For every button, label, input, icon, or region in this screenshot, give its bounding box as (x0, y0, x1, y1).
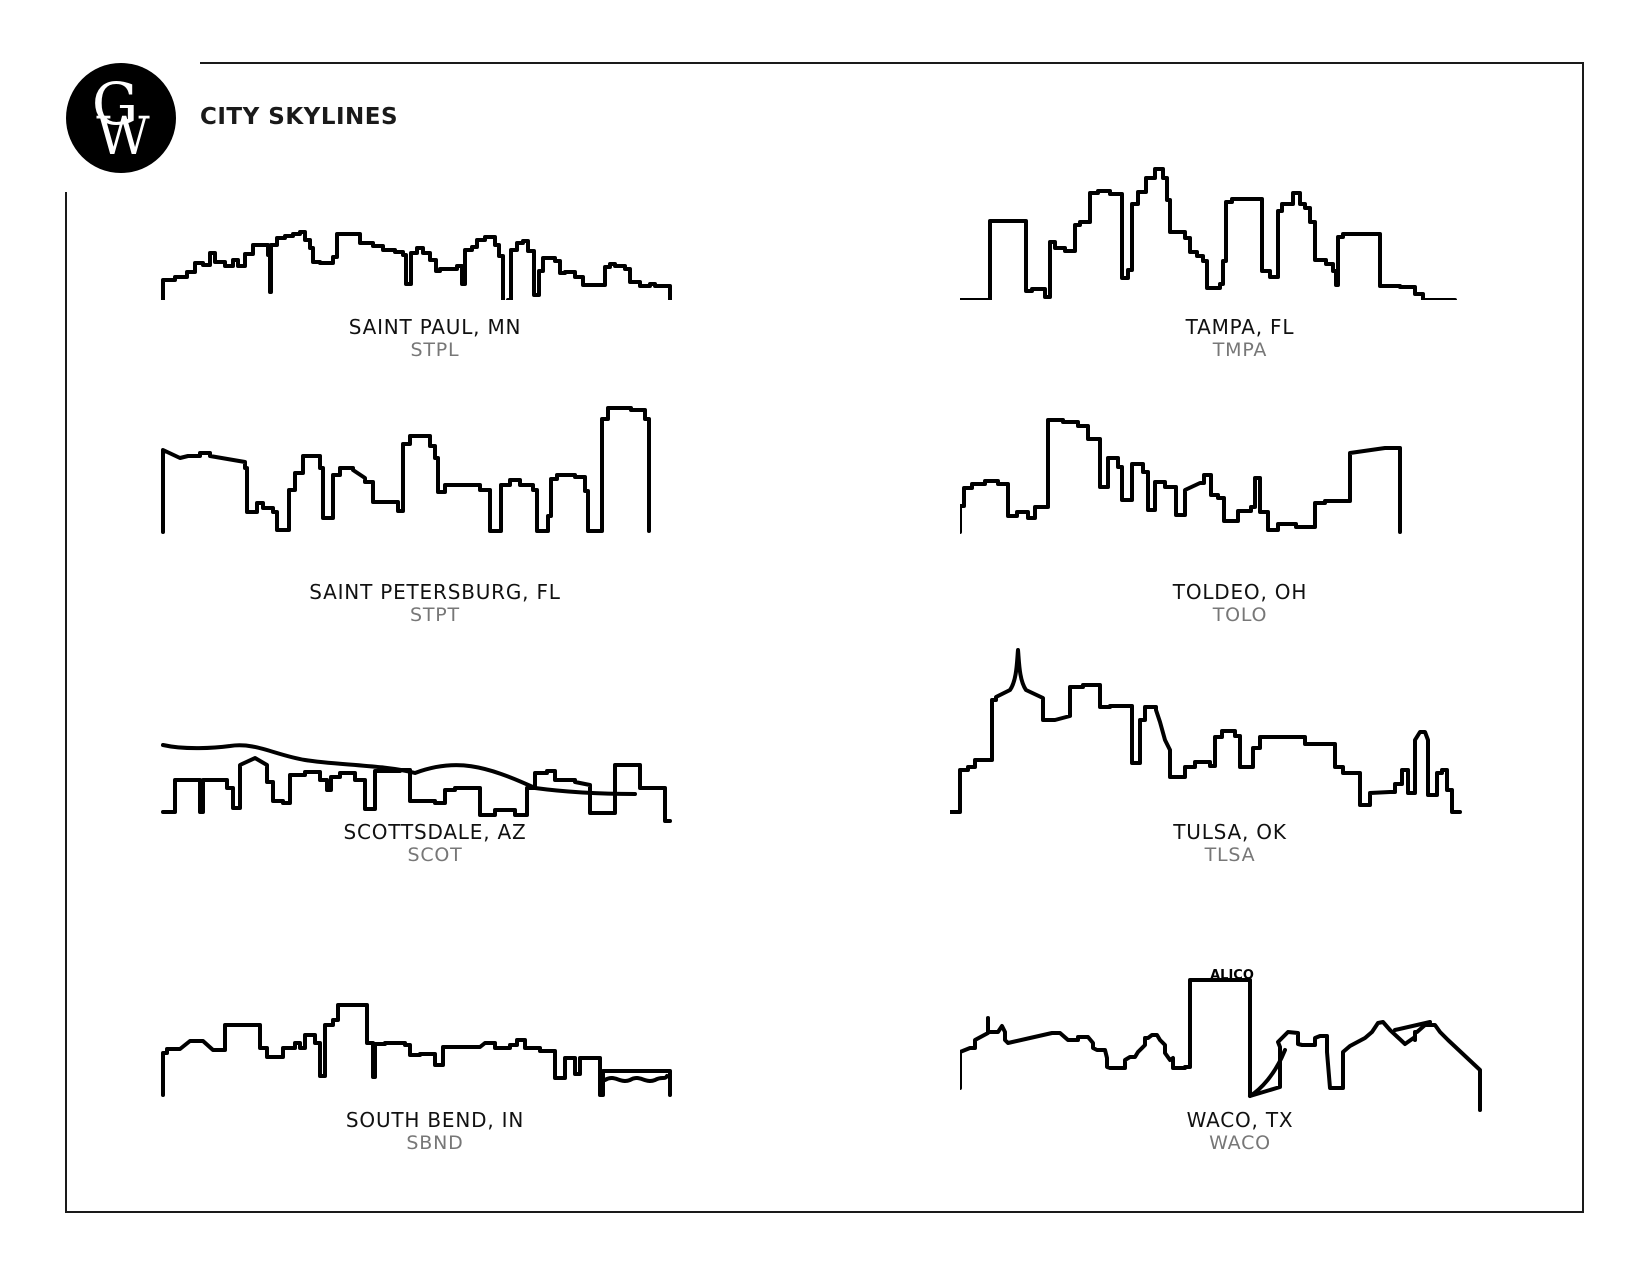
skyline-card-south-bend: SOUTH BEND, IN SBND (155, 990, 715, 1190)
city-name: WACO, TX (1186, 1108, 1294, 1132)
skyline-card-saint-petersburg: SAINT PETERSBURG, FL STPT (155, 400, 715, 630)
skyline-card-scottsdale: SCOTTSDALE, AZ SCOT (155, 720, 715, 900)
skyline-card-saint-paul: SAINT PAUL, MN STPL (155, 160, 715, 361)
city-code: STPL (410, 339, 460, 361)
svg-text:G: G (92, 70, 138, 138)
city-code: WACO (1209, 1132, 1271, 1154)
city-name: TAMPA, FL (1185, 315, 1295, 339)
scottsdale-skyline-icon (161, 743, 672, 823)
city-code: SCOT (407, 844, 463, 866)
toledo-skyline-icon (960, 418, 1402, 534)
skyline-card-tulsa: TULSA, OK TLSA (950, 640, 1510, 900)
page-title: CITY SKYLINES (200, 104, 399, 130)
svg-text:W: W (96, 107, 150, 167)
city-name: TULSA, OK (1173, 820, 1287, 844)
gw-logo-icon: G W (66, 63, 176, 173)
city-code: TMPA (1212, 339, 1268, 361)
page-frame (65, 62, 1584, 1213)
tulsa-skyline-icon (950, 648, 1462, 814)
skyline-card-waco: ALICO WACO, TX WACO (960, 960, 1520, 1190)
south-bend-skyline-icon (161, 1003, 672, 1097)
skyline-card-toledo: TOLDEO, OH TOLO (960, 400, 1520, 630)
city-code: TOLO (1212, 604, 1268, 626)
waco-skyline-icon: ALICO (960, 968, 1482, 1112)
city-name: SAINT PETERSBURG, FL (309, 580, 561, 604)
city-name: SAINT PAUL, MN (348, 315, 522, 339)
city-code: TLSA (1204, 844, 1256, 866)
city-name: SCOTTSDALE, AZ (343, 820, 527, 844)
city-code: STPT (410, 604, 460, 626)
saint-petersburg-skyline-icon (161, 406, 651, 534)
city-name: SOUTH BEND, IN (345, 1108, 525, 1132)
city-name: TOLDEO, OH (1172, 580, 1308, 604)
saint-paul-skyline-icon (161, 230, 672, 300)
tampa-skyline-icon (960, 167, 1457, 300)
city-code: SBND (406, 1132, 464, 1154)
skyline-card-tampa: TAMPA, FL TMPA (960, 160, 1520, 361)
